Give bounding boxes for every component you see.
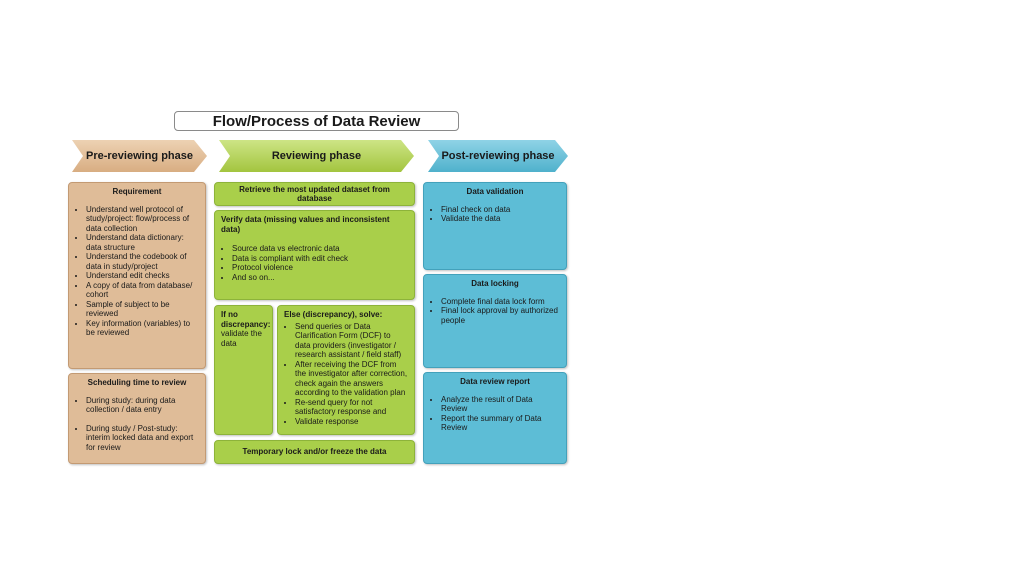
discrepancy-title: Else (discrepancy), solve: <box>284 310 383 319</box>
scheduling-title: Scheduling time to review <box>87 378 187 387</box>
requirement-list: Understand well protocol of study/projec… <box>75 205 199 338</box>
list-item: Key information (variables) to be review… <box>86 319 199 338</box>
list-item: During study: during data collection / d… <box>86 396 199 415</box>
verify-box: Verify data (missing values and inconsis… <box>214 210 415 300</box>
no-discrepancy-box: If no discrepancy: validate the data <box>214 305 273 435</box>
verify-title: Verify data (missing values and inconsis… <box>221 215 408 234</box>
data-review-report-list: Analyze the result of Data Review Report… <box>430 395 560 433</box>
no-discrepancy-text: validate the data <box>221 329 262 348</box>
discrepancy-box: Else (discrepancy), solve: Send queries … <box>277 305 415 435</box>
list-item: Data is compliant with edit check <box>232 254 408 264</box>
scheduling-box: Scheduling time to review During study: … <box>68 373 206 464</box>
data-validation-title: Data validation <box>466 187 524 196</box>
list-item: Protocol violence <box>232 263 408 273</box>
scheduling-list: During study: during data collection / d… <box>75 396 199 453</box>
data-locking-list: Complete final data lock form Final lock… <box>430 297 560 326</box>
phase-arrow-pre: Pre-reviewing phase <box>72 140 207 172</box>
temporary-lock-box: Temporary lock and/or freeze the data <box>214 440 415 464</box>
retrieve-box: Retrieve the most updated dataset from d… <box>214 182 415 206</box>
data-review-report-title: Data review report <box>460 377 530 386</box>
list-item: Re-send query for not satisfactory respo… <box>295 398 408 417</box>
requirement-title: Requirement <box>112 187 162 196</box>
list-item: Final check on data <box>441 205 560 215</box>
discrepancy-list: Send queries or Data Clarification Form … <box>284 322 408 427</box>
requirement-box: Requirement Understand well protocol of … <box>68 182 206 369</box>
list-item: Analyze the result of Data Review <box>441 395 560 414</box>
data-validation-list: Final check on data Validate the data <box>430 205 560 224</box>
list-item: Send queries or Data Clarification Form … <box>295 322 408 360</box>
phase-arrow-reviewing: Reviewing phase <box>219 140 414 172</box>
list-item: During study / Post-study: interim locke… <box>86 424 199 453</box>
list-item: Report the summary of Data Review <box>441 414 560 433</box>
verify-list: Source data vs electronic data Data is c… <box>221 244 408 282</box>
list-item: Final lock approval by authorized people <box>441 306 560 325</box>
phase-arrow-post: Post-reviewing phase <box>428 140 568 172</box>
list-item: Validate response <box>295 417 408 427</box>
list-item: Understand well protocol of study/projec… <box>86 205 199 234</box>
verify-title-bold: Verify data <box>221 215 262 224</box>
list-item: Validate the data <box>441 214 560 224</box>
list-item: After receiving the DCF from the investi… <box>295 360 408 398</box>
list-item: Source data vs electronic data <box>232 244 408 254</box>
list-item: A copy of data from database/ cohort <box>86 281 199 300</box>
list-item: Understand data dictionary: data structu… <box>86 233 199 252</box>
list-item: And so on... <box>232 273 408 283</box>
list-item: Understand the codebook of data in study… <box>86 252 199 271</box>
list-item: Understand edit checks <box>86 271 199 281</box>
no-discrepancy-title: If no discrepancy: <box>221 310 271 329</box>
list-item: Sample of subject to be reviewed <box>86 300 199 319</box>
verify-title-rest: (missing values and inconsistent data) <box>221 215 390 234</box>
data-review-report-box: Data review report Analyze the result of… <box>423 372 567 464</box>
list-item: Complete final data lock form <box>441 297 560 307</box>
data-validation-box: Data validation Final check on data Vali… <box>423 182 567 270</box>
diagram-title: Flow/Process of Data Review <box>174 111 459 131</box>
data-locking-box: Data locking Complete final data lock fo… <box>423 274 567 368</box>
data-locking-title: Data locking <box>471 279 519 288</box>
